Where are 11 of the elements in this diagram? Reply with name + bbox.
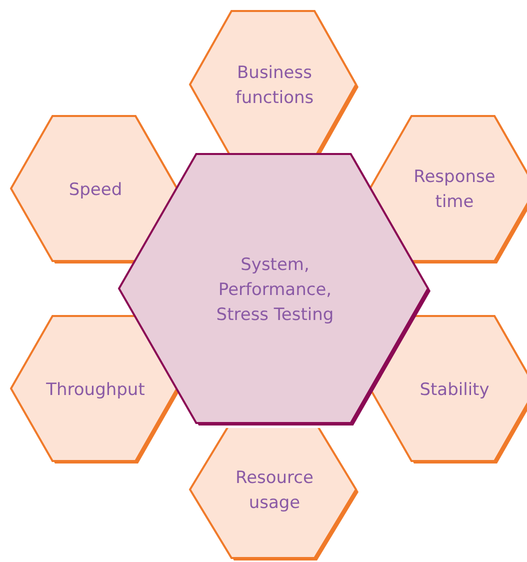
hexagon bbox=[189, 10, 360, 153]
hexagon-label: Throughput bbox=[46, 378, 145, 402]
hexagon bbox=[369, 115, 527, 265]
hexagon-label: Stability bbox=[420, 378, 490, 402]
hexagon-label: System, Performance, Stress Testing bbox=[215, 254, 335, 326]
hexagon bbox=[189, 428, 360, 562]
hexagon-label: Response time bbox=[412, 166, 496, 214]
hexagon-label: Speed bbox=[68, 178, 122, 202]
hexagon bbox=[10, 315, 181, 465]
hexagon-label: Resource usage bbox=[234, 467, 314, 515]
hexagon-label: Business functions bbox=[234, 62, 315, 110]
